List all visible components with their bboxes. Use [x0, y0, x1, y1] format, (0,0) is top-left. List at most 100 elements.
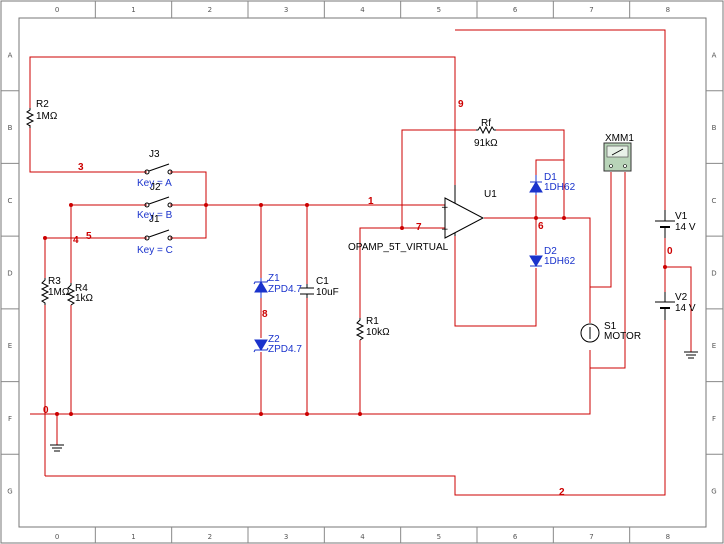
j1-ref: J1	[149, 214, 160, 225]
v2-ref: V2	[675, 292, 688, 303]
ruler-col-bottom-1: 1	[131, 533, 135, 541]
ruler-col-top-3: 3	[284, 6, 288, 14]
diodes	[253, 175, 543, 353]
ruler-col-bottom-5: 5	[437, 533, 441, 541]
r2-value: 1MΩ	[36, 111, 58, 122]
v2-value: 14 V	[675, 303, 696, 314]
z2-ref: Z2	[268, 334, 280, 345]
ruler-col-top-7: 7	[589, 6, 593, 14]
ruler-col-top-5: 5	[437, 6, 441, 14]
u1-ref: U1	[484, 189, 497, 200]
ruler-col-top-6: 6	[513, 6, 518, 14]
net-label-3: 3	[78, 162, 84, 173]
j2-key: Key = B	[137, 210, 173, 221]
net-label-5: 5	[86, 231, 92, 242]
d1-ref: D1	[544, 172, 557, 183]
ruler-col-top-2: 2	[208, 6, 212, 14]
ruler-col-top-0: 0	[55, 6, 59, 14]
ruler-row-left-C: C	[8, 197, 13, 205]
d1-value: 1DH62	[544, 182, 576, 193]
net-label-8: 8	[262, 309, 268, 320]
s1-value: MOTOR	[604, 331, 641, 342]
d1-diode	[529, 175, 543, 195]
v1-ref: V1	[675, 211, 688, 222]
ruler-col-top-8: 8	[666, 6, 670, 14]
r4-ref: R4	[75, 283, 88, 294]
j3-ref: J3	[149, 149, 160, 160]
net-label-1: 1	[368, 196, 374, 207]
j1-switch	[144, 229, 173, 241]
v1-battery	[655, 210, 675, 238]
d2-value: 1DH62	[544, 256, 576, 267]
u1-model: OPAMP_5T_VIRTUAL	[348, 242, 449, 253]
xmm1-multimeter	[603, 142, 632, 172]
net-label-0b: 0	[667, 246, 673, 257]
u1-opamp: + −	[441, 185, 485, 239]
ruler-col-bottom-3: 3	[284, 533, 288, 541]
ruler-row-left-D: D	[7, 270, 12, 278]
s1-motor	[580, 323, 600, 343]
net-label-9: 9	[458, 99, 464, 110]
ruler-col-bottom-8: 8	[666, 533, 670, 541]
j2-ref: J2	[150, 182, 161, 193]
ruler-col-top-4: 4	[360, 6, 365, 14]
c1-capacitor	[300, 284, 314, 298]
svg-text:−: −	[441, 225, 449, 235]
j2-switch	[144, 196, 173, 208]
rf-value: 91kΩ	[474, 138, 498, 149]
xmm1-ref: XMM1	[605, 133, 634, 144]
ruler-row-right-B: B	[712, 124, 717, 132]
r1-value: 10kΩ	[366, 327, 390, 338]
rf-resistor	[476, 125, 496, 135]
j1-key: Key = C	[137, 245, 173, 256]
ruler-row-right-D: D	[711, 270, 716, 278]
component-labels: R2 1MΩ J3 Key = A J2 Key = B J1 Key = C …	[36, 99, 696, 355]
j3-switch	[144, 163, 173, 175]
rf-ref: Rf	[481, 118, 491, 129]
ruler-row-right-E: E	[712, 342, 716, 350]
components: + −	[25, 108, 698, 452]
net-label-7: 7	[416, 222, 422, 233]
ruler-row-right-G: G	[711, 488, 716, 496]
s1-ref: S1	[604, 321, 617, 332]
ruler-col-bottom-6: 6	[513, 533, 518, 541]
ruler-row-left-F: F	[8, 415, 12, 423]
ruler-col-top-1: 1	[131, 6, 135, 14]
ruler-row-left-B: B	[8, 124, 13, 132]
v2-battery	[655, 292, 675, 320]
r1-ref: R1	[366, 316, 379, 327]
wires	[29, 29, 692, 496]
ruler-row-left-G: G	[7, 488, 12, 496]
ruler-col-bottom-4: 4	[360, 533, 365, 541]
net-label-6: 6	[538, 221, 544, 232]
z1-ref: Z1	[268, 273, 280, 284]
z1-value: ZPD4.7	[268, 284, 302, 295]
d2-diode	[529, 255, 543, 267]
r4-resistor	[66, 283, 76, 306]
r3-value: 1MΩ	[48, 287, 70, 298]
z2-value: ZPD4.7	[268, 344, 302, 355]
ruler-col-bottom-0: 0	[55, 533, 59, 541]
net-label-0a: 0	[43, 405, 49, 416]
net-labels: 3 1 4 5 0 8 7 9 6 0 2	[43, 99, 673, 498]
net-label-2: 2	[559, 487, 565, 498]
r3-resistor	[40, 278, 50, 305]
ground-symbol-left	[50, 444, 64, 452]
r1-resistor	[355, 318, 365, 341]
c1-ref: C1	[316, 276, 329, 287]
ruler-row-right-F: F	[712, 415, 716, 423]
c1-value: 10uF	[316, 287, 339, 298]
z2-zener	[253, 339, 269, 353]
r3-ref: R3	[48, 276, 61, 287]
z1-zener	[253, 278, 269, 298]
d2-ref: D2	[544, 246, 557, 257]
ruler-row-left-E: E	[8, 342, 12, 350]
ground-symbol-right	[684, 351, 698, 359]
svg-text:+: +	[441, 203, 449, 213]
net-label-4: 4	[73, 235, 79, 246]
r4-value: 1kΩ	[75, 293, 94, 304]
r2-resistor	[25, 108, 35, 128]
r2-ref: R2	[36, 99, 49, 110]
